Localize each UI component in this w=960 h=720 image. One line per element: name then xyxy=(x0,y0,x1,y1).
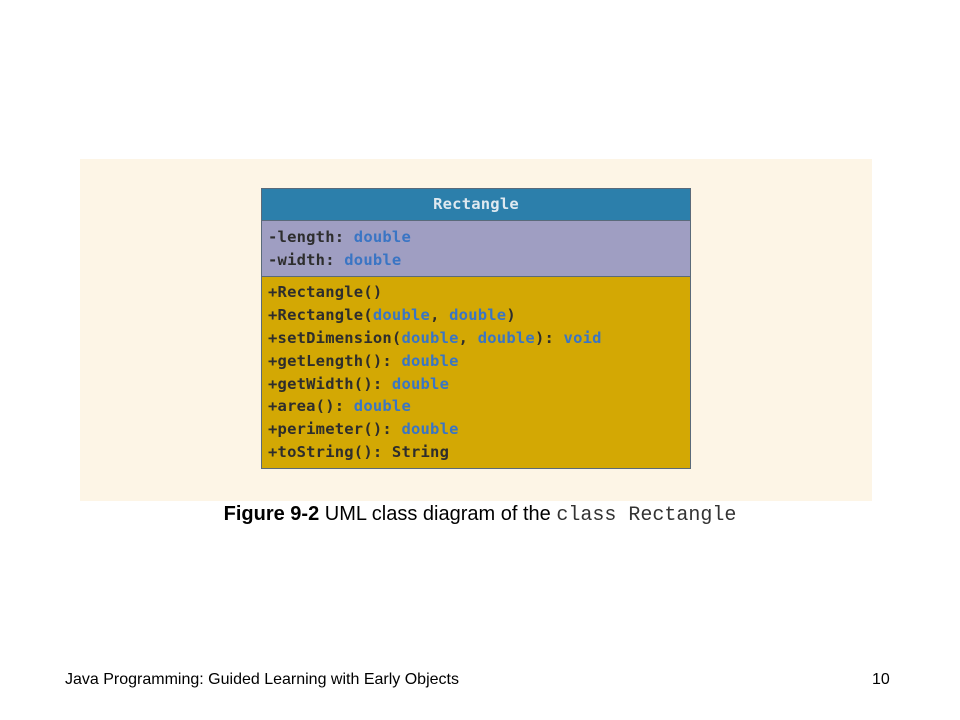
method-type: void xyxy=(563,328,602,347)
method-type: double xyxy=(401,328,459,347)
page-number: 10 xyxy=(872,671,890,688)
figure-panel: Rectangle -length: double-width: double … xyxy=(80,159,872,501)
method-signature: +setDimension( xyxy=(268,328,402,347)
method-signature: +area(): xyxy=(268,397,354,416)
footer-title: Java Programming: Guided Learning with E… xyxy=(65,671,459,688)
figure-number: Figure 9-2 xyxy=(223,503,320,525)
method-type: double xyxy=(449,305,507,324)
method-signature: +getWidth(): xyxy=(268,374,392,393)
method-signature: +toString(): String xyxy=(268,443,450,462)
attribute-name: -width: xyxy=(268,251,345,269)
method-type: double xyxy=(401,351,459,370)
uml-method: +getWidth(): double xyxy=(268,373,690,396)
method-type: double xyxy=(401,420,459,439)
method-signature: ) xyxy=(506,305,516,324)
uml-method: +perimeter(): double xyxy=(268,418,690,441)
uml-method: +toString(): String xyxy=(268,441,690,464)
uml-methods-section: +Rectangle()+Rectangle(double, double)+s… xyxy=(262,277,690,468)
method-type: double xyxy=(477,328,535,347)
uml-attribute: -length: double xyxy=(268,226,690,249)
attribute-name: -length: xyxy=(268,228,354,246)
uml-method: +area(): double xyxy=(268,395,690,418)
method-signature: ): xyxy=(534,328,564,347)
uml-class-box: Rectangle -length: double-width: double … xyxy=(261,188,691,469)
uml-attributes-section: -length: double-width: double xyxy=(262,221,690,277)
uml-class-name: Rectangle xyxy=(262,189,690,221)
uml-attribute: -width: double xyxy=(268,249,690,272)
uml-method: +getLength(): double xyxy=(268,350,690,373)
method-type: double xyxy=(353,397,411,416)
figure-caption: Figure 9-2 UML class diagram of the clas… xyxy=(0,503,960,527)
method-type: double xyxy=(372,305,431,324)
method-signature: +Rectangle( xyxy=(268,305,373,324)
uml-method: +setDimension(double, double): void xyxy=(268,327,690,350)
attribute-type: double xyxy=(353,228,411,246)
method-signature: +getLength(): xyxy=(268,351,402,370)
attribute-type: double xyxy=(344,251,402,269)
caption-text: UML class diagram of the xyxy=(319,503,557,525)
method-signature: , xyxy=(430,305,450,324)
method-type: double xyxy=(391,374,450,393)
method-signature: +perimeter(): xyxy=(268,420,402,439)
method-signature: , xyxy=(458,328,478,347)
uml-method: +Rectangle() xyxy=(268,281,690,304)
method-signature: +Rectangle() xyxy=(268,283,383,301)
caption-code: class Rectangle xyxy=(556,504,737,527)
uml-method: +Rectangle(double, double) xyxy=(268,304,690,327)
